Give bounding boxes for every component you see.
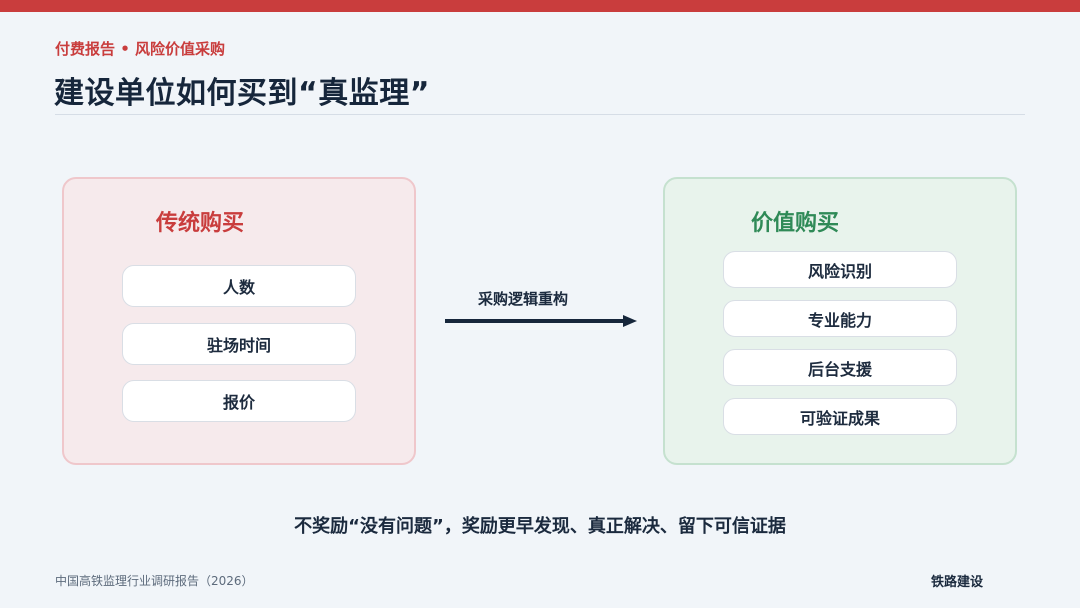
transition-label: 采购逻辑重构: [478, 290, 569, 308]
traditional-purchase-panel: 传统购买 人数 驻场时间 报价: [62, 177, 416, 465]
value-purchase-panel: 价值购买 风险识别 专业能力 后台支援 可验证成果: [663, 177, 1017, 465]
traditional-item-onsite-time: 驻场时间: [122, 323, 356, 365]
value-item-professional-capability: 专业能力: [723, 300, 957, 337]
footer-source: 中国高铁监理行业调研报告（2026）: [55, 574, 254, 588]
title-divider: [55, 114, 1025, 115]
section-eyebrow: 付费报告 • 风险价值采购: [55, 40, 226, 58]
value-item-backoffice-support: 后台支援: [723, 349, 957, 386]
value-item-verifiable-results: 可验证成果: [723, 398, 957, 435]
conclusion-text: 不奖励“没有问题”，奖励更早发现、真正解决、留下可信证据: [294, 516, 786, 537]
traditional-item-quote: 报价: [122, 380, 356, 422]
value-item-risk-identification: 风险识别: [723, 251, 957, 288]
value-purchase-title: 价值购买: [751, 211, 840, 236]
page-title: 建设单位如何买到“真监理”: [54, 76, 430, 111]
top-accent-bar: [0, 0, 1080, 12]
footer-brand: 铁路建设: [931, 575, 984, 590]
traditional-item-headcount: 人数: [122, 265, 356, 307]
traditional-purchase-title: 传统购买: [156, 211, 245, 236]
arrow-right-icon: [445, 315, 637, 327]
